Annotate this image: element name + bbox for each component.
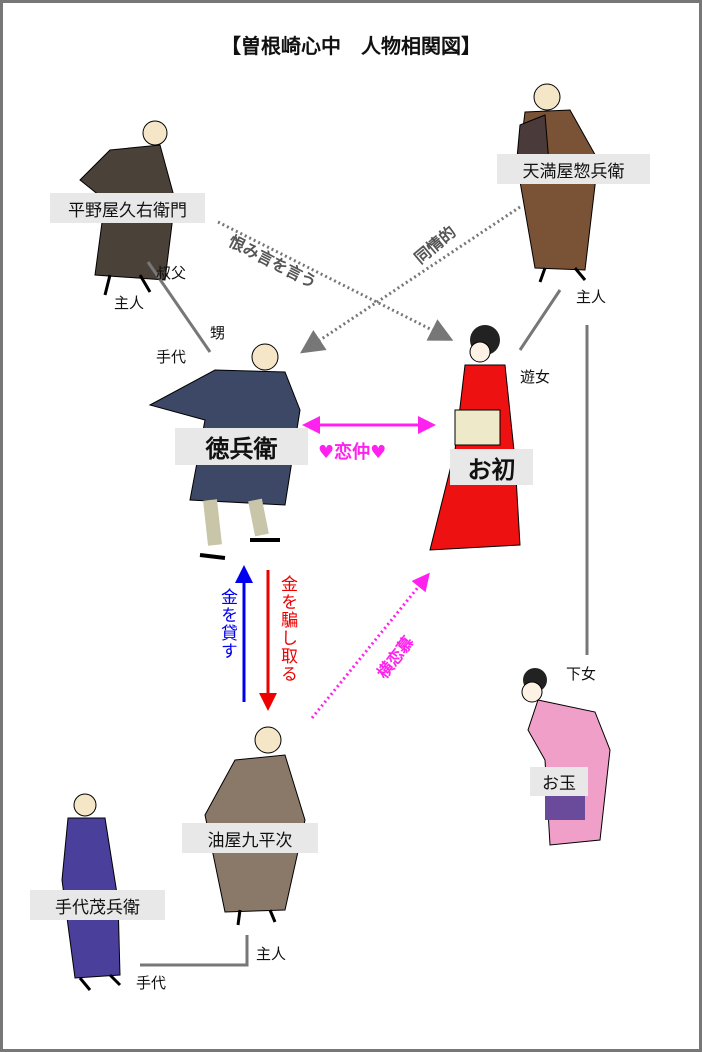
tenmaya-ohatsu-line	[518, 289, 562, 351]
page-title: 【曽根崎心中 人物相関図】	[221, 34, 481, 58]
rel-gejo: 下女	[566, 665, 597, 683]
rel-yujo: 遊女	[520, 368, 551, 386]
oji-line	[146, 261, 212, 353]
label-otama: お玉	[530, 767, 588, 796]
rel-shujin-bottom: 主人	[256, 945, 287, 963]
rel-tedai-bottom: 手代	[136, 974, 167, 992]
rel-shujin-right: 主人	[576, 288, 607, 306]
rel-tedai-left: 手代	[156, 348, 187, 366]
rel-koinaka: ♥恋仲♥	[318, 442, 387, 463]
doujou-arrow	[300, 205, 521, 354]
label-tenmaya: 天満屋惣兵衛	[497, 154, 650, 184]
label-tokubei: 徳兵衛	[175, 428, 308, 465]
rel-oji: 叔父	[156, 264, 187, 282]
rel-oi: 甥	[210, 324, 226, 342]
tedai-bracket	[140, 935, 249, 967]
rel-kane-damashi: 金を騙し取る	[277, 575, 297, 683]
rel-kane-kasu: 金を貸す	[217, 588, 237, 660]
label-hiranoya: 平野屋久右衛門	[50, 193, 205, 223]
yokorenbo-arrow	[310, 572, 430, 719]
label-ohatsu: お初	[450, 449, 533, 485]
label-mohei: 手代茂兵衛	[30, 890, 165, 920]
rel-shujin-left: 主人	[114, 294, 145, 312]
label-aburaya: 油屋九平次	[182, 823, 318, 853]
